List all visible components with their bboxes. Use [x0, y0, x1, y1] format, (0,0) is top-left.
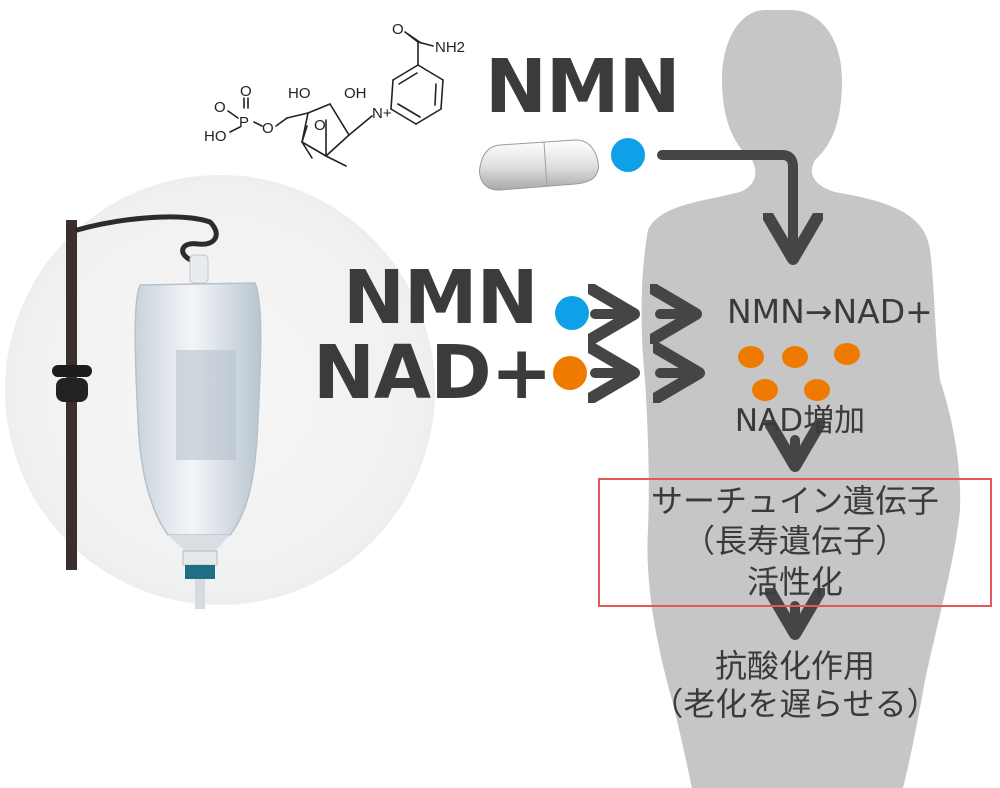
- nad-increase-label: NAD増加: [734, 403, 866, 439]
- atom-nh2: NH2: [435, 39, 465, 56]
- nad-label-side: NAD+: [313, 330, 553, 416]
- atom-o-left: O: [214, 99, 226, 116]
- atom-ho: HO: [204, 128, 227, 145]
- sirtuin-line2: （長寿遺伝子）: [682, 522, 907, 560]
- effect-line1: 抗酸化作用: [714, 647, 875, 685]
- body-silhouette: [641, 10, 961, 788]
- atom-oh-top: OH: [344, 85, 367, 102]
- nmn-title-top: NMN: [485, 44, 681, 130]
- sirtuin-line1: サーチュイン遺伝子: [650, 482, 939, 520]
- capsule-icon: [479, 139, 599, 191]
- nmn-label-side: NMN: [343, 255, 539, 341]
- atom-o-link: O: [262, 120, 274, 137]
- atom-amide-o: O: [392, 21, 404, 38]
- nad-dot-side: [553, 356, 587, 390]
- molecule-atoms: O P O O HO HO OH O N+ O NH2: [204, 21, 465, 145]
- atom-p: P: [239, 114, 249, 131]
- nad-dots-cluster: [738, 343, 860, 401]
- atom-n-plus: N+: [372, 105, 392, 122]
- effect-line2: （老化を遅らせる）: [651, 685, 939, 723]
- atom-ho-top: HO: [288, 85, 311, 102]
- sirtuin-line3: 活性化: [746, 563, 843, 601]
- atom-ring-o: O: [314, 117, 326, 134]
- nmn-dot-top: [611, 138, 645, 172]
- sirtuin-box: [598, 478, 992, 607]
- iv-stand-icon: [52, 214, 219, 570]
- iv-bag-icon: [134, 254, 262, 609]
- nmn-dot-side: [555, 296, 589, 330]
- nmn-molecule-structure: [227, 31, 444, 167]
- conversion-label: NMN→NAD+: [727, 292, 933, 331]
- arrow-top-pathway: [657, 150, 793, 255]
- atom-o1: O: [240, 83, 252, 100]
